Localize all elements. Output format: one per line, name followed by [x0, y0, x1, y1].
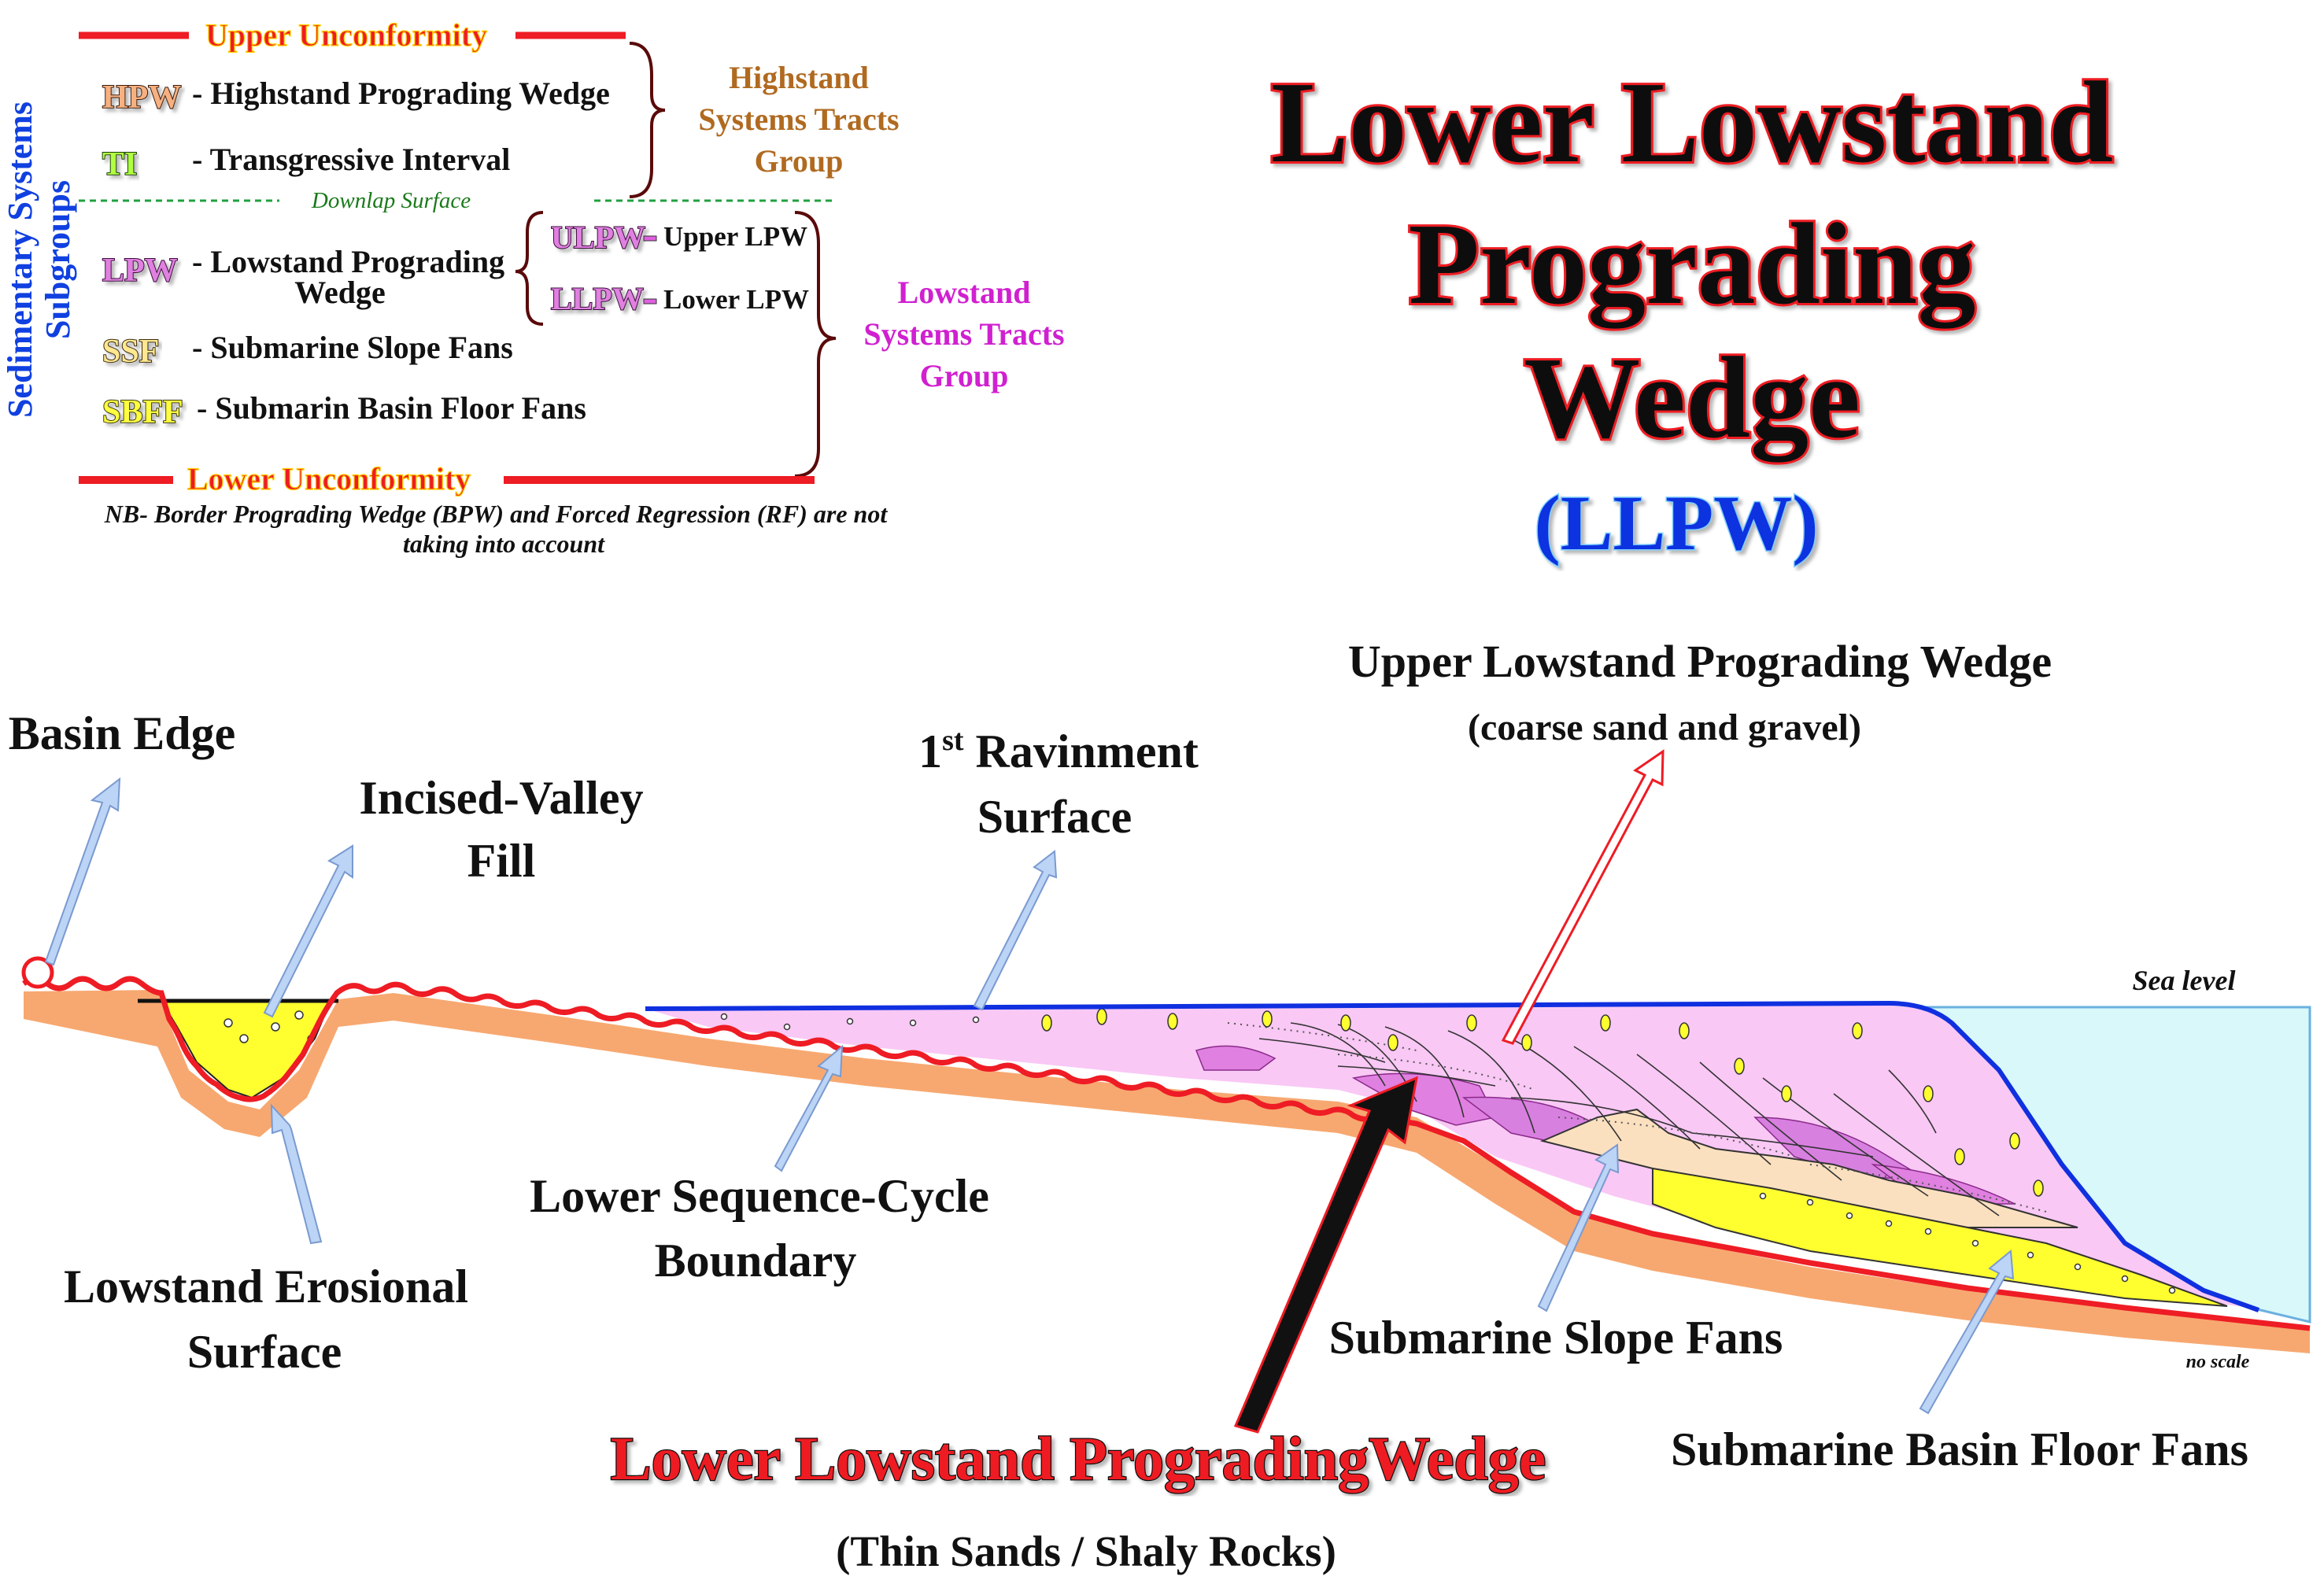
legend-desc-llpw: Lower LPW — [663, 284, 809, 315]
arrow-ravinment — [973, 850, 1058, 1011]
legend-desc-sbff: - Submarin Basin Floor Fans — [197, 390, 586, 426]
lowstand-group-2: Systems Tracts — [863, 316, 1064, 352]
legend-side-title-1: Sedimentary Systems — [1, 102, 39, 418]
legend-desc-lpw-1: - Lowstand Prograding — [192, 244, 504, 279]
lowstand-erosional-surface — [22, 976, 1379, 1123]
legend: Sedimentary Systems Subgroups Upper Unco… — [1, 17, 1065, 558]
legend-abbr-ulpw: ULPW — [551, 220, 645, 255]
label-llpw-main: Lower Lowstand ProgradingWedge — [611, 1424, 1546, 1493]
legend-desc-ulpw: Upper LPW — [663, 221, 807, 252]
legend-desc-lpw-2: Wedge — [294, 275, 386, 310]
legend-abbr-lpw: LPW — [102, 253, 178, 289]
title-line3: Wedge — [1524, 334, 1860, 463]
highstand-group-1: Highstand — [729, 60, 869, 95]
substrate — [24, 990, 2310, 1353]
arrow-incised-valley — [263, 844, 353, 1018]
lpw-sub-brace — [515, 211, 544, 326]
legend-side-title-2: Subgroups — [39, 180, 77, 339]
label-ravinment-2: Surface — [977, 791, 1132, 843]
legend-abbr-ssf: SSF — [102, 334, 159, 370]
arrow-slope-fans — [1537, 1143, 1620, 1312]
lower-unconformity-label: Lower Unconformity — [187, 461, 471, 497]
label-ulpw-2: (coarse sand and gravel) — [1468, 707, 1861, 748]
upper-unconformity-label: Upper Unconformity — [205, 17, 487, 53]
legend-note-line1: NB- Border Prograding Wedge (BPW) and Fo… — [104, 500, 889, 528]
lowstand-group-1: Lowstand — [898, 275, 1031, 310]
label-lower-boundary-1: Lower Sequence-Cycle — [530, 1170, 989, 1222]
sand-grains — [224, 1010, 2176, 1294]
highstand-group-2: Systems Tracts — [698, 102, 899, 137]
arrow-lower-boundary — [774, 1044, 844, 1172]
label-basin-edge: Basin Edge — [9, 707, 235, 759]
label-basin-floor-fans: Submarine Basin Floor Fans — [1671, 1423, 2248, 1475]
label-slope-fans: Submarine Slope Fans — [1329, 1312, 1783, 1364]
llpw-lens-1 — [1195, 1045, 1277, 1071]
title-abbr: (LLPW) — [1534, 479, 1818, 567]
arrow-erosional — [270, 1103, 323, 1245]
lower-boundary-red — [1376, 1114, 2311, 1331]
lowstand-group-3: Group — [920, 358, 1009, 393]
label-llpw-sub: (Thin Sands / Shaly Rocks) — [836, 1527, 1336, 1575]
arrow-llpw — [1233, 1076, 1418, 1434]
basin-floor-fan — [1652, 1167, 2228, 1307]
highstand-group-3: Group — [755, 143, 844, 179]
arrow-basin-floor-fans — [1919, 1250, 2015, 1415]
legend-desc-ti: - Transgressive Interval — [192, 142, 510, 177]
legend-abbr-ti: TI — [102, 146, 137, 183]
legend-desc-hpw: - Highstand Prograding Wedge — [192, 76, 610, 111]
title-line1: Lower Lowstand — [1271, 58, 2113, 187]
label-sea-level: Sea level — [2133, 965, 2236, 996]
legend-abbr-llpw: LLPW — [551, 281, 644, 316]
arrow-ulpw — [1501, 749, 1664, 1045]
label-erosional-1: Lowstand Erosional — [64, 1261, 468, 1312]
ulpw-dash — [643, 235, 657, 242]
downlap-surface-label: Downlap Surface — [311, 188, 471, 213]
diagram-labels: Basin Edge Incised-Valley Fill 1st Ravin… — [9, 636, 2250, 1575]
gravel-pebbles — [1041, 1008, 2044, 1197]
label-lower-boundary-2: Boundary — [655, 1235, 857, 1287]
highstand-brace — [629, 42, 666, 198]
label-erosional-2: Surface — [187, 1326, 342, 1378]
basin-edge-marker — [21, 956, 54, 989]
legend-abbr-hpw: HPW — [102, 79, 181, 116]
legend-note-line2: taking into account — [403, 530, 605, 558]
label-ravinment-1: 1st Ravinment — [918, 724, 1199, 777]
pointer-arrows — [44, 777, 2015, 1415]
legend-abbr-sbff: SBFF — [102, 394, 183, 430]
label-incised-valley-2: Fill — [467, 835, 536, 887]
title-block: Lower Lowstand Prograding Wedge (LLPW) — [1269, 56, 2115, 568]
arrow-basin-edge — [44, 777, 121, 966]
legend-desc-ssf: - Submarine Slope Fans — [192, 330, 513, 365]
label-ulpw-1: Upper Lowstand Prograding Wedge — [1348, 636, 2052, 687]
label-no-scale: no scale — [2186, 1352, 2250, 1372]
ravinment-surface — [645, 1000, 2260, 1312]
label-incised-valley-1: Incised-Valley — [359, 772, 643, 824]
cross-section — [21, 749, 2311, 1434]
title-line2: Prograding — [1409, 200, 1976, 329]
lowstand-brace — [794, 211, 837, 478]
llpw-dash — [643, 298, 657, 305]
